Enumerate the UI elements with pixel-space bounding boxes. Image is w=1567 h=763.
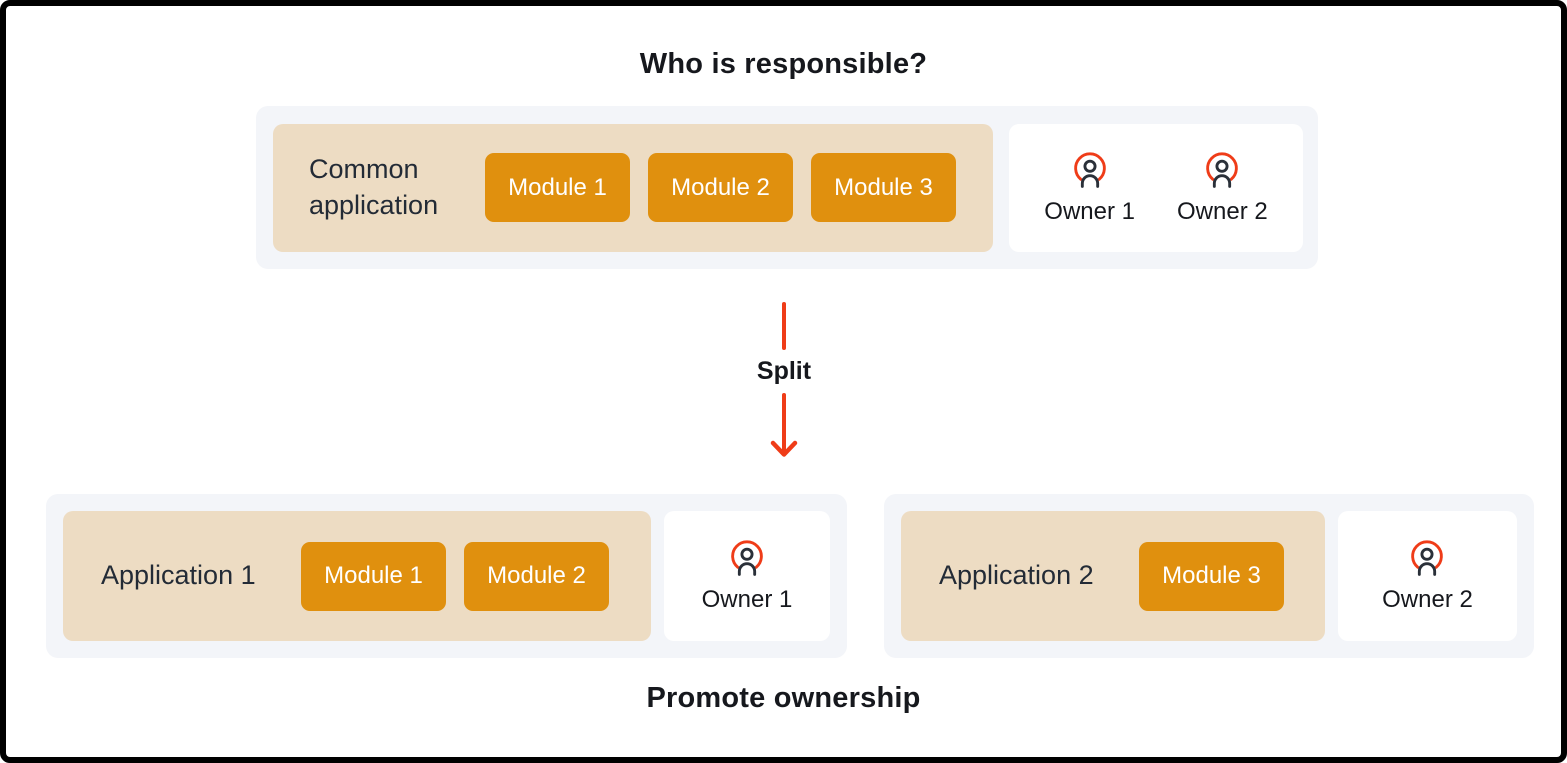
owner-1-item: Owner 1 <box>701 538 793 614</box>
module-2-box: Module 2 <box>464 541 609 611</box>
diagram-title-bottom: Promote ownership <box>646 682 921 714</box>
person-icon <box>1073 151 1106 188</box>
split-arrow-line-bottom <box>782 393 786 455</box>
person-icon <box>1411 540 1444 576</box>
person-icon <box>731 540 763 576</box>
module-1-box: Module 1 <box>301 541 446 611</box>
diagram-title-top: Who is responsible? <box>639 48 928 80</box>
application-2-group: Application 2 Module 3 Owner 2 <box>884 494 1534 658</box>
application-2-label: Application 2 <box>939 560 1094 591</box>
split-arrow: Split <box>724 302 844 458</box>
split-arrow-line-top <box>782 302 786 350</box>
common-owners-card: Owner 1 Owner 2 <box>1009 123 1303 252</box>
owner-1-label: Owner 1 <box>701 586 793 613</box>
application-1-panel: Application 1 Module 1 Module 2 <box>63 511 651 641</box>
application-1-owner-card: Owner 1 <box>664 511 830 641</box>
owner-2-item: Owner 2 <box>1382 538 1473 614</box>
split-label: Split <box>756 357 812 385</box>
owner-2-label: Owner 2 <box>1177 197 1268 225</box>
application-1-label: Application 1 <box>101 560 256 591</box>
application-1-group: Application 1 Module 1 Module 2 Owner 1 <box>46 494 847 658</box>
common-application-label: Common application <box>309 154 439 220</box>
application-2-panel: Application 2 Module 3 <box>901 511 1325 641</box>
module-2-box: Module 2 <box>648 153 793 222</box>
module-3-box: Module 3 <box>1139 541 1284 611</box>
owner-2-item: Owner 2 <box>1177 150 1268 226</box>
owner-1-label: Owner 1 <box>1044 197 1135 225</box>
module-1-box: Module 1 <box>485 153 630 222</box>
owner-2-label: Owner 2 <box>1382 586 1473 613</box>
application-2-owner-card: Owner 2 <box>1338 511 1517 641</box>
common-application-group: Common application Module 1 Module 2 Mod… <box>256 106 1318 269</box>
person-icon <box>1206 151 1239 188</box>
module-3-box: Module 3 <box>811 153 956 222</box>
common-application-panel: Common application Module 1 Module 2 Mod… <box>273 123 993 252</box>
arrow-down-icon <box>770 440 798 457</box>
owner-1-item: Owner 1 <box>1044 150 1135 226</box>
